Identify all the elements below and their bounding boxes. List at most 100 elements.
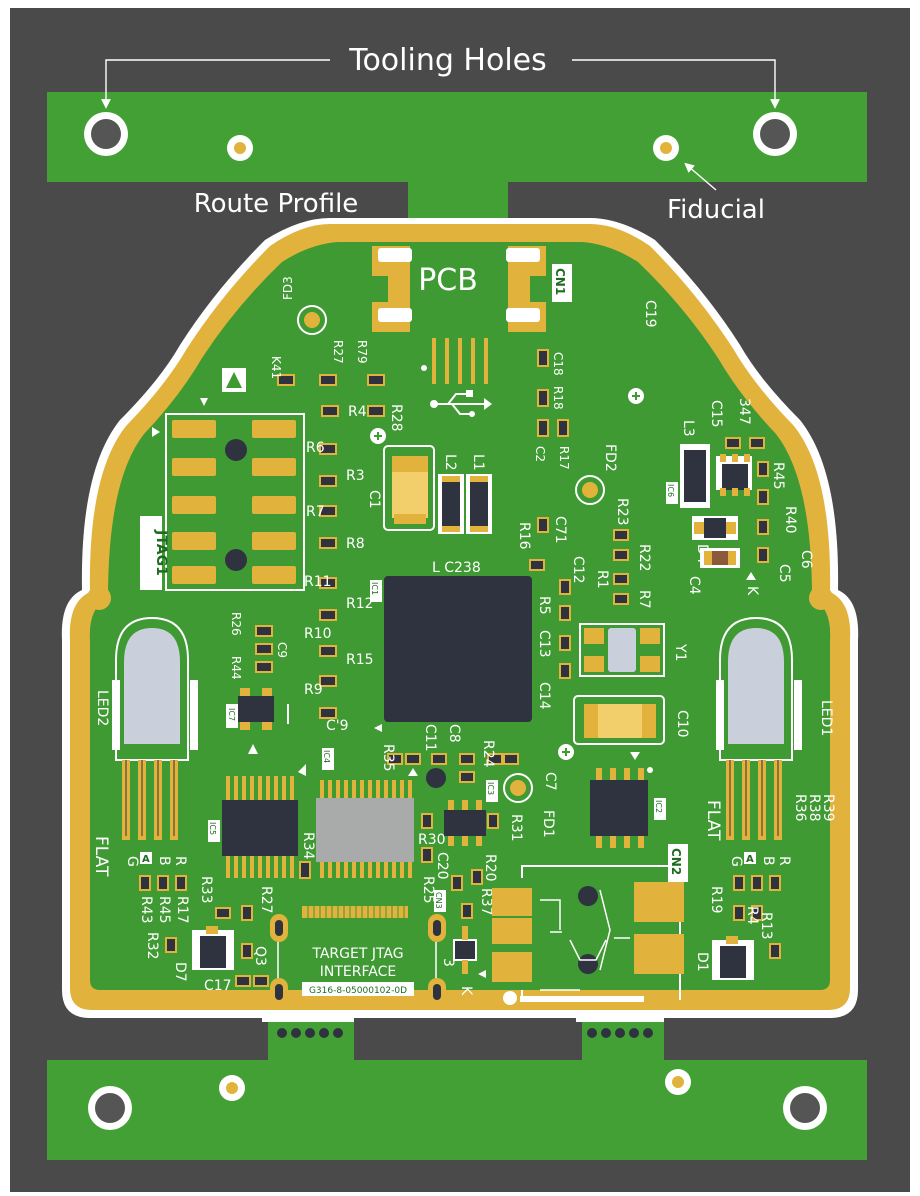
target-jtag-line1: TARGET JTAG — [311, 946, 403, 962]
ref-c15: C15 — [708, 400, 724, 428]
passives-left — [255, 374, 385, 719]
jtag1-label: JTAG1 — [140, 516, 169, 590]
cn2-connector — [492, 865, 684, 1005]
ref-r7b: R7 — [636, 590, 652, 609]
ref-c10: C10 — [674, 710, 690, 738]
svg-text:R: R — [776, 856, 792, 866]
ref-r4a: R4 — [348, 404, 367, 420]
breakaway-tab-bottom-right — [582, 1018, 664, 1062]
svg-text:G: G — [124, 856, 140, 867]
ref-c19: C19 — [642, 300, 658, 328]
ref-3: 3 — [440, 958, 456, 967]
svg-text:IC5: IC5 — [208, 822, 217, 835]
svg-text:A: A — [746, 854, 754, 865]
ic7-chip — [226, 688, 289, 754]
ref-r19: R19 — [708, 886, 724, 914]
l2-inductor — [438, 474, 464, 534]
ref-r6: R6 — [306, 440, 325, 456]
ref-c5: C5 — [776, 564, 792, 583]
d4-diode — [692, 516, 738, 540]
ref-lc238: L C238 — [432, 560, 481, 576]
ref-c17: C17 — [204, 978, 232, 994]
ref-c18: C18 — [551, 352, 565, 376]
notch-right — [809, 586, 833, 610]
ref-r18: R18 — [551, 386, 565, 410]
ref-l1: L1 — [470, 454, 486, 471]
ref-l2: L2 — [442, 454, 458, 471]
rail-fiducial-1 — [227, 135, 253, 161]
ref-r3: R3 — [346, 468, 365, 484]
target-jtag-line2: INTERFACE — [320, 964, 396, 980]
ref-r17a: R17 — [557, 446, 571, 470]
d1-diode — [712, 936, 754, 980]
ic3-label: IC3 — [486, 780, 498, 802]
svg-text:CN2: CN2 — [669, 848, 683, 875]
ref-r9: R9 — [304, 682, 323, 698]
target-jtag-pads — [270, 906, 446, 1006]
ref-k41: K41 — [269, 356, 283, 379]
ic1-pin1-mark — [374, 724, 382, 732]
ref-r40: R40 — [782, 506, 798, 534]
ref-r23: R23 — [614, 498, 630, 526]
tooling-hole-top-left — [84, 112, 128, 156]
ref-r33: R33 — [198, 876, 214, 904]
plus-mark-1 — [370, 428, 386, 444]
plus-mark-2 — [628, 388, 644, 404]
ref-fd3: FD3 — [281, 276, 295, 300]
l3-inductor — [680, 444, 710, 508]
ref-c2: C2 — [533, 446, 547, 462]
rail-fiducial-4 — [665, 1069, 691, 1095]
svg-text:IC2: IC2 — [654, 800, 663, 813]
ref-c11: C11 — [422, 724, 438, 752]
notch-left — [87, 586, 111, 610]
ref-r38: R38 — [806, 794, 822, 822]
ref-r28: R28 — [388, 404, 404, 432]
ref-r34: R34 — [300, 832, 316, 860]
part-number: G316-8-05000102-0D — [309, 986, 407, 996]
ref-c1: C1 — [366, 490, 382, 509]
ref-r45b: R45 — [156, 896, 172, 924]
ref-r12: R12 — [346, 596, 374, 612]
ic3-chip — [444, 800, 486, 846]
y1-crystal — [579, 623, 665, 677]
flat-right-label: FLAT — [703, 800, 723, 841]
passives-bottom-right — [733, 875, 781, 959]
ref-c8: C8 — [446, 724, 462, 743]
q-transistor-small — [453, 926, 486, 978]
ref-c6: C6 — [798, 550, 814, 569]
svg-text:IC3: IC3 — [486, 782, 495, 795]
fiducial-fd1 — [503, 773, 533, 803]
ref-r39: R39 — [820, 794, 836, 822]
svg-text:IC4: IC4 — [322, 750, 331, 763]
company-logo — [222, 368, 246, 392]
ref-r13: R13 — [758, 912, 774, 940]
ref-c20: C20 — [434, 852, 450, 880]
ref-r4b: R4 — [744, 906, 760, 925]
pcb-tab-pads-left — [372, 246, 412, 332]
ref-r43: R43 — [138, 896, 154, 924]
ref-r31: R31 — [508, 814, 524, 842]
ref-c13: C13 — [536, 630, 552, 658]
tooling-holes-callout: Tooling Holes — [101, 43, 780, 109]
jtag1-text: JTAG1 — [153, 529, 169, 576]
passives-right-top — [725, 437, 769, 563]
gbr-left-labels: G A B R — [124, 852, 188, 867]
ref-r15: R15 — [346, 652, 374, 668]
usb-icon — [430, 390, 492, 417]
ref-d7: D7 — [172, 962, 188, 982]
ref-347: 347 — [736, 398, 752, 425]
ref-r8: R8 — [346, 536, 365, 552]
route-profile-label: Route Profile — [194, 189, 359, 219]
cn3-label: CN3 — [434, 890, 446, 912]
ref-c9: C9 — [275, 642, 289, 658]
passives-center — [299, 753, 519, 919]
ref-r20: R20 — [482, 854, 498, 882]
ref-fd1: FD1 — [540, 810, 556, 838]
rail-fiducial-2 — [653, 135, 679, 161]
ref-r17b: R17 — [174, 896, 190, 924]
ref-r1: R1 — [594, 570, 610, 589]
ref-fd2: FD2 — [602, 444, 618, 472]
svg-text:CN1: CN1 — [553, 268, 567, 295]
